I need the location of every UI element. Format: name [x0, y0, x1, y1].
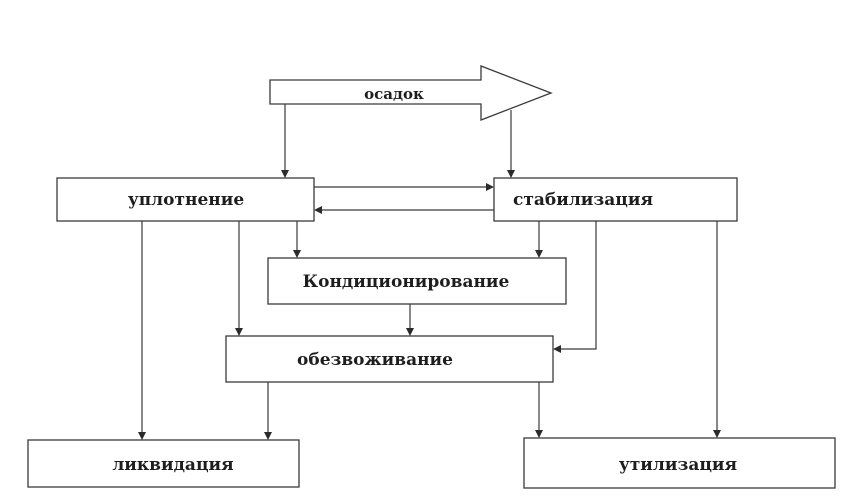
node-stabilizaciya: стабилизация [493, 177, 738, 222]
connector-stabilizaciya-to-utilizaciya [713, 221, 721, 438]
node-osadok-label: осадок [364, 85, 424, 103]
node-obezvozhivanie-label: обезвоживание [297, 350, 453, 370]
node-kondicionirovanie: Кондиционирование [267, 257, 567, 305]
node-likvidaciya: ликвидация [27, 439, 300, 488]
node-uplotnenie-box [56, 177, 315, 222]
node-likvidaciya-label: ликвидация [112, 455, 233, 475]
node-likvidaciya-box [27, 439, 300, 488]
node-utilizaciya: утилизация [523, 437, 836, 489]
connector-osadok-to-uplotnenie [281, 104, 289, 178]
node-uplotnenie-label: уплотнение [128, 190, 244, 210]
node-utilizaciya-label: утилизация [619, 455, 737, 475]
node-kondicionirovanie-box [267, 257, 567, 305]
connector-uplotnenie-to-likvidaciya [138, 221, 146, 440]
node-utilizaciya-box [523, 437, 836, 489]
node-kondicionirovanie-label: Кондиционирование [303, 272, 510, 292]
node-obezvozhivanie: обезвоживание [225, 335, 554, 383]
connector-kondicionirovanie-to-obezvozhivanie [406, 304, 414, 336]
source-arrow-shape [269, 65, 553, 121]
connector-stabilizaciya-to-kondicionirovanie [535, 221, 543, 258]
connector-stabilizaciya-to-uplotnenie [314, 206, 494, 214]
connector-uplotnenie-to-obezvozhivanie [235, 221, 243, 336]
connector-uplotnenie-to-stabilizaciya [314, 183, 494, 191]
node-osadok: осадок [269, 65, 553, 121]
node-stabilizaciya-box [493, 177, 738, 222]
connector-obezvozhivanie-to-likvidaciya [264, 382, 272, 440]
connector-uplotnenie-to-kondicionirovanie [293, 221, 301, 258]
node-stabilizaciya-label: стабилизация [513, 190, 653, 210]
connector-obezvozhivanie-to-utilizaciya [535, 382, 543, 438]
connector-osadok-to-stabilizaciya [507, 110, 515, 178]
node-uplotnenie: уплотнение [56, 177, 315, 222]
connector-stabilizaciya-to-obezvozhivanie [553, 221, 597, 353]
node-obezvozhivanie-box [225, 335, 554, 383]
